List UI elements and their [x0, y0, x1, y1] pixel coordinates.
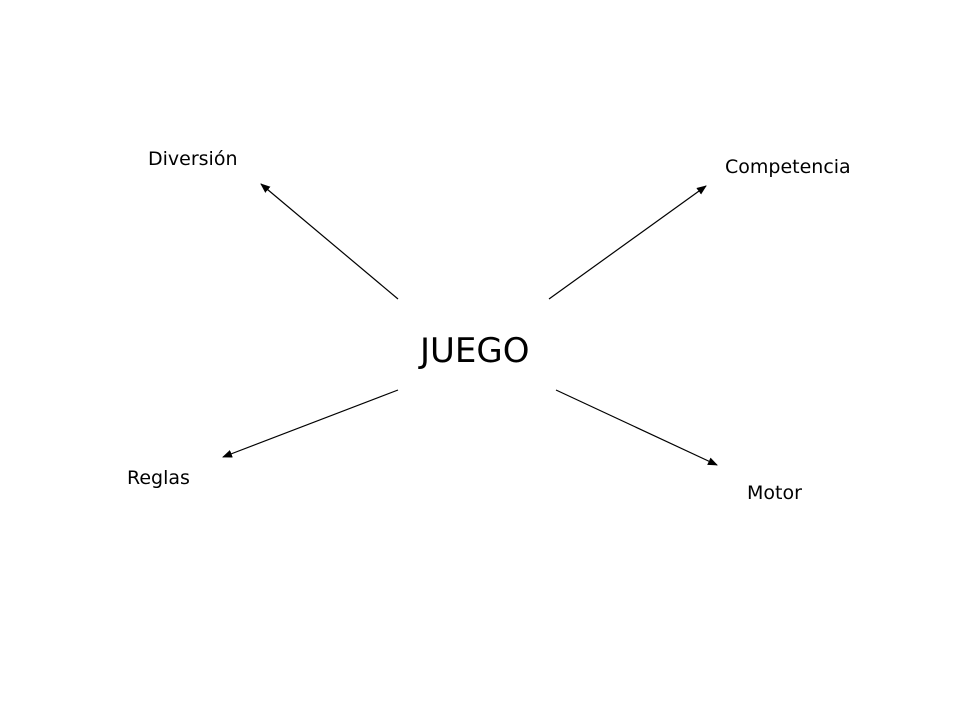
arrow-to-reglas — [222, 389, 399, 458]
arrow-to-competencia — [548, 185, 707, 300]
node-label-motor: Motor — [747, 482, 802, 504]
node-label-competencia: Competencia — [725, 156, 851, 178]
node-label-diversion: Diversión — [148, 148, 238, 170]
center-node-label: JUEGO — [420, 331, 530, 371]
arrow-to-diversion — [260, 183, 399, 300]
node-label-reglas: Reglas — [127, 467, 190, 489]
arrow-to-motor — [555, 389, 718, 466]
